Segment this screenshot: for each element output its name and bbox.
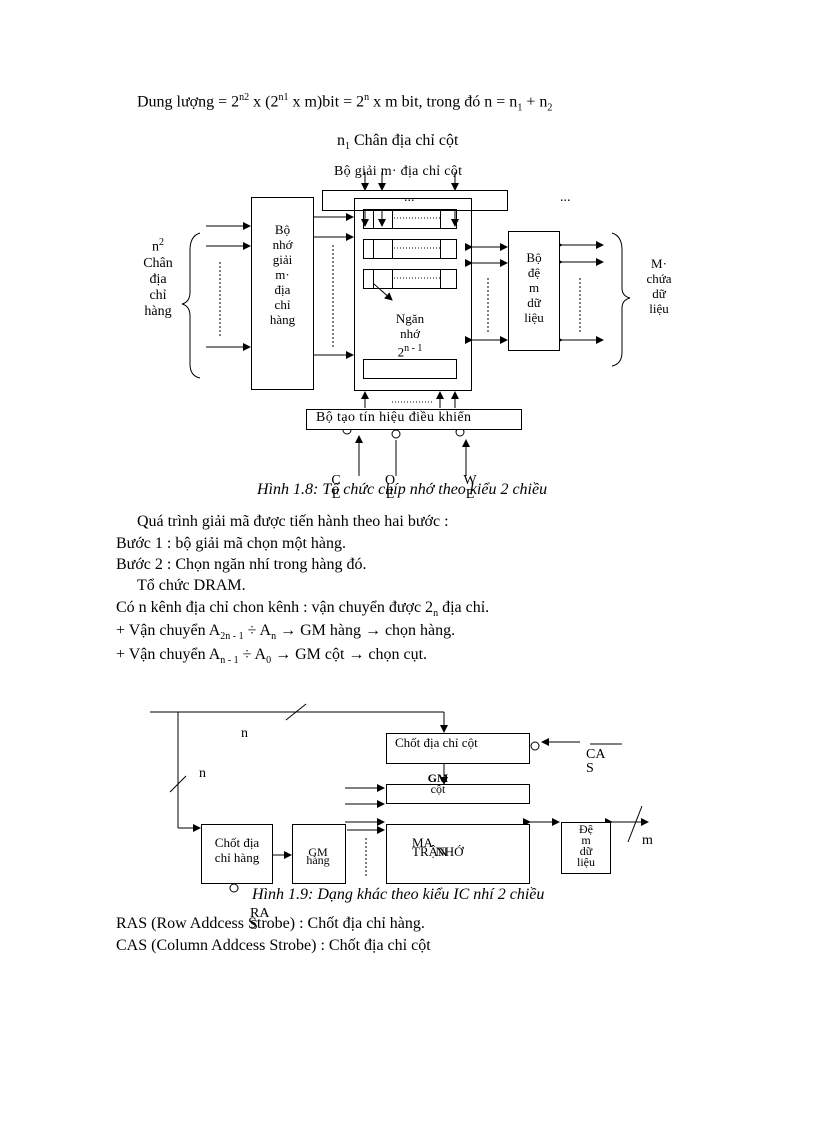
step-1: Bước 1 : bộ giải mã chọn một hàng. bbox=[116, 535, 346, 552]
memory-matrix bbox=[354, 198, 472, 391]
matrix-cell-3b bbox=[440, 269, 457, 289]
column-transfer-line: + Vận chuyển An - 1 ÷ A0 → GM cột → chọn… bbox=[116, 646, 428, 667]
process-intro: Quá trình giải mã được tiến hành theo ha… bbox=[137, 513, 449, 530]
memory-matrix-2 bbox=[386, 824, 530, 884]
step-2: Bước 2 : Chọn ngăn nhí trong hàng đó. bbox=[116, 556, 367, 573]
row-decoder-label: Bộ nhớ giải m· địa chỉ hàng bbox=[269, 222, 296, 327]
column-decoder-label: Bộ giải m· địa chỉ cột bbox=[334, 164, 463, 179]
channel-line: Có n kênh địa chỉ chon kênh : vận chuyển… bbox=[116, 599, 490, 620]
data-buffer-label: Bộ đệ m dữ liệu bbox=[524, 250, 544, 325]
data-pins-label: M· chứa dữ liệu bbox=[646, 256, 672, 316]
row-decoder bbox=[251, 197, 314, 390]
control-signal-generator bbox=[306, 409, 522, 430]
matrix-cell-1b bbox=[440, 209, 457, 229]
column-decoder bbox=[322, 190, 508, 211]
control-signal-generator-label: Bộ tạo tín hiệu điều khiển bbox=[316, 410, 472, 425]
right-dots: ... bbox=[560, 190, 571, 205]
memory-cell-label: Ngăn nhớ 2n - 1 bbox=[395, 311, 425, 360]
column-address-latch-label: Chốt địa chỉ cột bbox=[395, 735, 478, 750]
matrix-cell-3a bbox=[373, 269, 393, 289]
matrix-row-last bbox=[363, 359, 457, 379]
data-buffer-2-label: Đệ m dữ liệu bbox=[577, 822, 595, 869]
column-address-latch bbox=[386, 733, 530, 764]
column-decoder-gm bbox=[386, 784, 530, 804]
column-decoder-dots: ... bbox=[404, 190, 415, 205]
ras-definition: RAS (Row Addcess Strobe) : Chốt địa chỉ … bbox=[116, 915, 425, 932]
row-address-pins-label: n2 Chân địa chỉ hàng bbox=[143, 237, 173, 319]
dram-heading: Tổ chức DRAM. bbox=[137, 577, 246, 594]
matrix-cell-1a bbox=[373, 209, 393, 229]
data-width-m: m bbox=[642, 833, 653, 848]
address-bus-n-top: n bbox=[241, 726, 248, 741]
row-transfer-line: + Vận chuyển A2n - 1 ÷ An → GM hàng → ch… bbox=[116, 622, 456, 643]
figure-1-8-caption: Hình 1.8: Tổ chức chíp nhớ theo kiểu 2 c… bbox=[257, 481, 548, 498]
figure-1-9-caption: Hình 1.9: Dạng khác theo kiểu IC nhí 2 c… bbox=[252, 886, 545, 903]
row-address-latch bbox=[201, 824, 273, 884]
memory-matrix-2-label: MA TRẬNNHỚ bbox=[412, 835, 464, 859]
capacity-formula: Dung lượng = 2n2 x (2n1 x m)bit = 2n x m… bbox=[137, 92, 553, 114]
matrix-cell-2b bbox=[440, 239, 457, 259]
data-buffer bbox=[508, 231, 560, 351]
address-bus-n-left: n bbox=[199, 766, 206, 781]
data-buffer-2 bbox=[561, 822, 611, 874]
cas-definition: CAS (Column Addcess Strobe) : Chốt địa c… bbox=[116, 937, 431, 954]
row-decoder-gm bbox=[292, 824, 346, 884]
matrix-cell-2a bbox=[373, 239, 393, 259]
column-address-pins-label: n1 Chân địa chỉ cột bbox=[337, 132, 459, 153]
